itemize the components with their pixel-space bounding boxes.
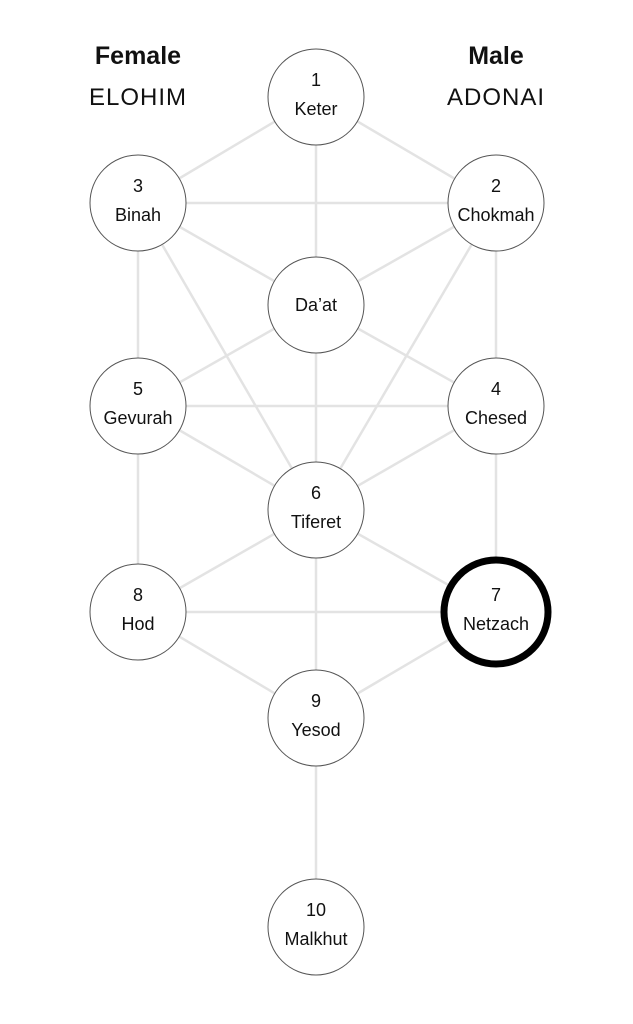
- pillar-headings: Female ELOHIM Male ADONAI: [89, 42, 545, 111]
- left-pillar-title: Female: [95, 42, 181, 70]
- sefirah-circle: [89, 563, 187, 661]
- sefirah-number: 7: [491, 585, 501, 605]
- right-pillar-name: ADONAI: [447, 84, 545, 111]
- sefirah-name: Binah: [115, 205, 161, 225]
- sefirah-number: 3: [133, 176, 143, 196]
- sefirah-daat: Da’at: [267, 256, 365, 354]
- sefirah-name: Gevurah: [103, 408, 172, 428]
- sefirah-name: Chesed: [465, 408, 527, 428]
- sefirah-circle: [440, 556, 552, 668]
- sefirah-number: 10: [306, 900, 326, 920]
- sefirah-number: 2: [491, 176, 501, 196]
- sefirah-name: Keter: [294, 99, 337, 119]
- right-pillar-title: Male: [468, 42, 524, 70]
- sefirah-name: Tiferet: [291, 512, 341, 532]
- sefirah-number: 4: [491, 379, 501, 399]
- sefirah-circle: [267, 256, 365, 354]
- sefirah-name: Chokmah: [457, 205, 534, 225]
- sefirah-circle: [447, 154, 545, 252]
- sefirah-circle: [267, 48, 365, 146]
- sefirah-number: 8: [133, 585, 143, 605]
- sefirah-circle: [267, 461, 365, 559]
- left-pillar-name: ELOHIM: [89, 84, 187, 111]
- sefirah-name: Hod: [121, 614, 154, 634]
- sefirah-number: 6: [311, 483, 321, 503]
- sefirah-circle: [447, 357, 545, 455]
- sefirah-circle: [267, 669, 365, 767]
- sefirah-circle: [89, 357, 187, 455]
- sefirah-name: Da’at: [295, 295, 337, 315]
- sefirah-name: Yesod: [291, 720, 340, 740]
- sefirah-number: 1: [311, 70, 321, 90]
- sefirah-name: Netzach: [463, 614, 529, 634]
- sefirah-name: Malkhut: [284, 929, 347, 949]
- sefirah-number: 9: [311, 691, 321, 711]
- sefirah-number: 5: [133, 379, 143, 399]
- sefirah-circle: [89, 154, 187, 252]
- sefirah-circle: [267, 878, 365, 976]
